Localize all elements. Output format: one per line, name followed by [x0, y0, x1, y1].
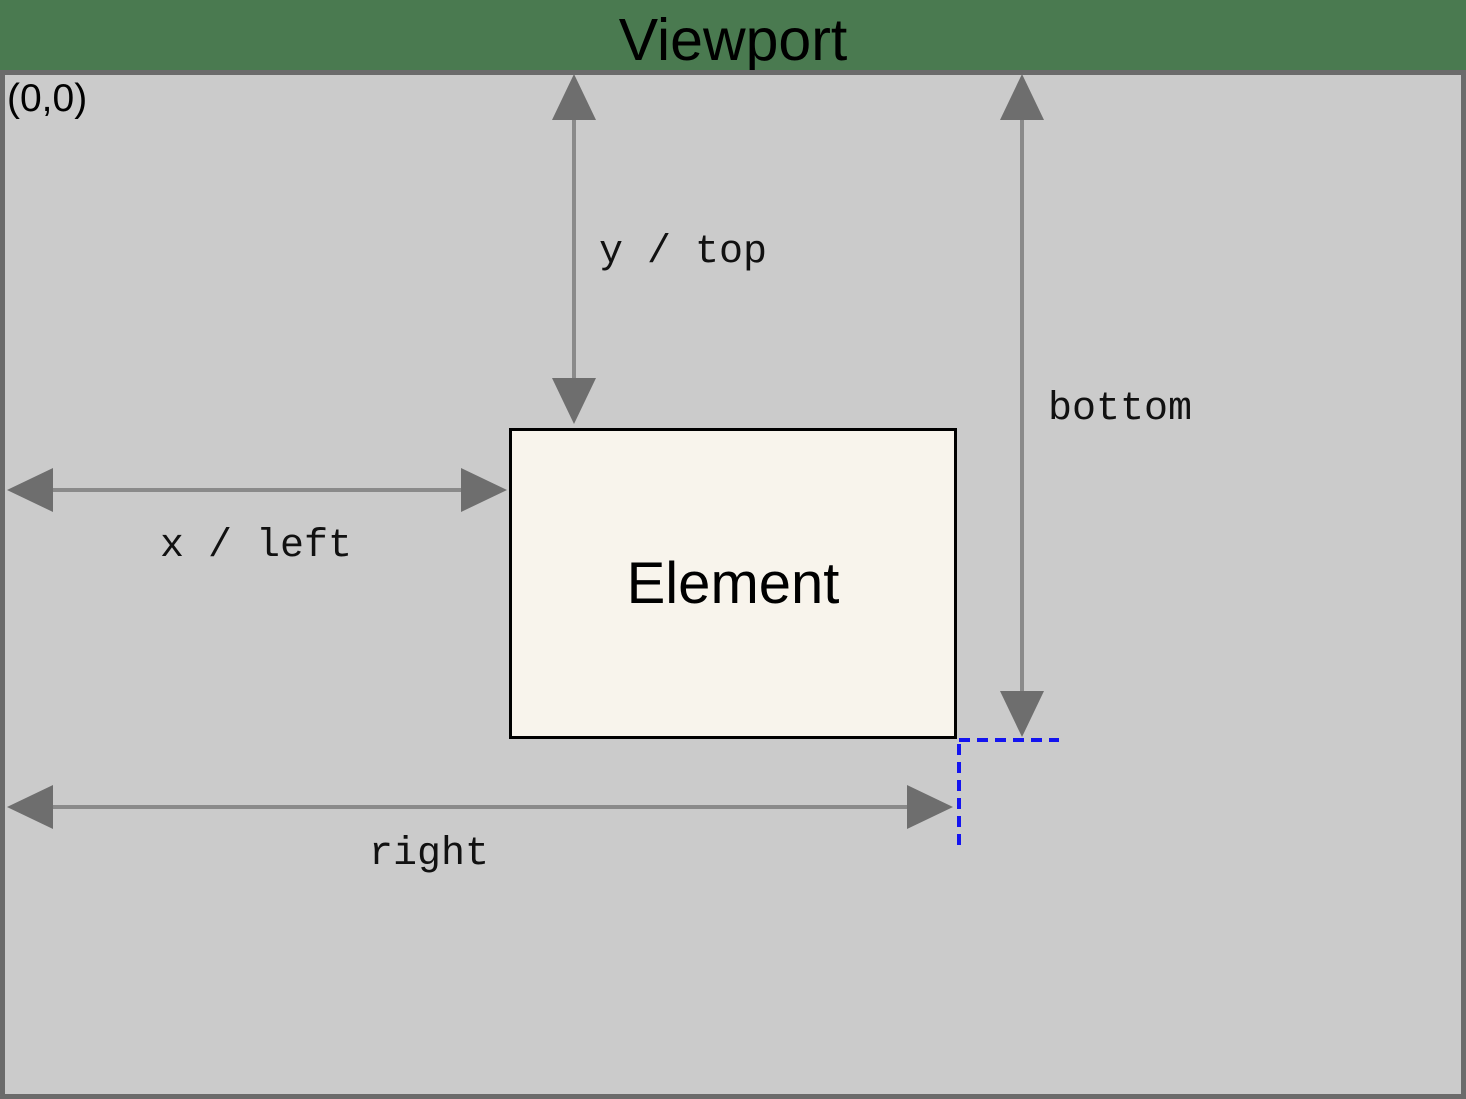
- bottom-label: bottom: [1047, 387, 1193, 432]
- y-top-label: y / top: [598, 230, 768, 275]
- x-left-label: x / left: [159, 524, 353, 569]
- viewport-header: Viewport: [0, 0, 1466, 70]
- origin-coordinates-label: (0,0): [7, 77, 88, 120]
- element-label: Element: [626, 550, 840, 616]
- right-label: right: [368, 832, 490, 877]
- element-box: Element: [509, 428, 957, 739]
- viewport-title: Viewport: [618, 6, 848, 73]
